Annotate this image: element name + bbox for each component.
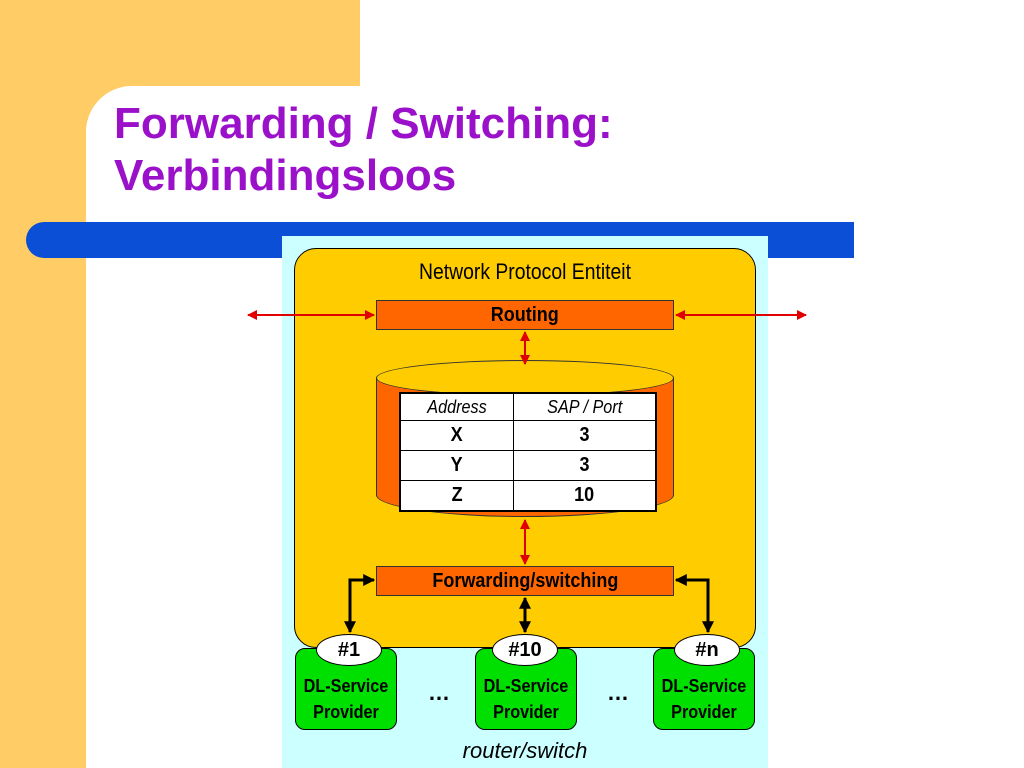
port-10: #10 <box>492 634 558 666</box>
table-cell-port: 3 <box>512 420 657 451</box>
table-header-row: Address SAP / Port <box>399 392 657 421</box>
table-row: Y 3 <box>399 450 657 481</box>
table-cell-address: Y <box>399 450 514 481</box>
port-n: #n <box>674 634 740 666</box>
ellipsis-left: … <box>428 680 450 705</box>
table-cell-address: Z <box>399 480 514 512</box>
database-cylinder-top <box>376 360 674 396</box>
background-accent-strip <box>0 0 86 768</box>
table-cell-port: 3 <box>512 450 657 481</box>
forwarding-table: Address SAP / Port X 3 Y 3 Z 10 <box>399 392 657 512</box>
port-1: #1 <box>316 634 382 666</box>
slide-title-line-2: Verbindingsloos <box>114 151 457 200</box>
port-1-connector <box>344 574 376 634</box>
slide-title: Forwarding / Switching: Verbindingsloos <box>114 98 914 202</box>
table-header-sap-port: SAP / Port <box>512 392 657 421</box>
table-cell-port: 10 <box>512 480 657 512</box>
router-switch-label: router/switch <box>462 738 588 763</box>
ellipsis-right: … <box>607 680 629 705</box>
forwarding-block: Forwarding/switching <box>376 566 674 596</box>
port-n-connector <box>674 574 714 634</box>
dl-service-provider-1: DL-Service Provider <box>295 648 397 730</box>
slide-title-line-1: Forwarding / Switching: <box>114 99 613 148</box>
routing-block: Routing <box>376 300 674 330</box>
table-row: Z 10 <box>399 480 657 512</box>
table-row: X 3 <box>399 420 657 451</box>
forwarding-label: Forwarding/switching <box>431 570 618 592</box>
routing-label: Routing <box>491 304 559 326</box>
entity-title: Network Protocol Entiteit <box>419 259 631 284</box>
